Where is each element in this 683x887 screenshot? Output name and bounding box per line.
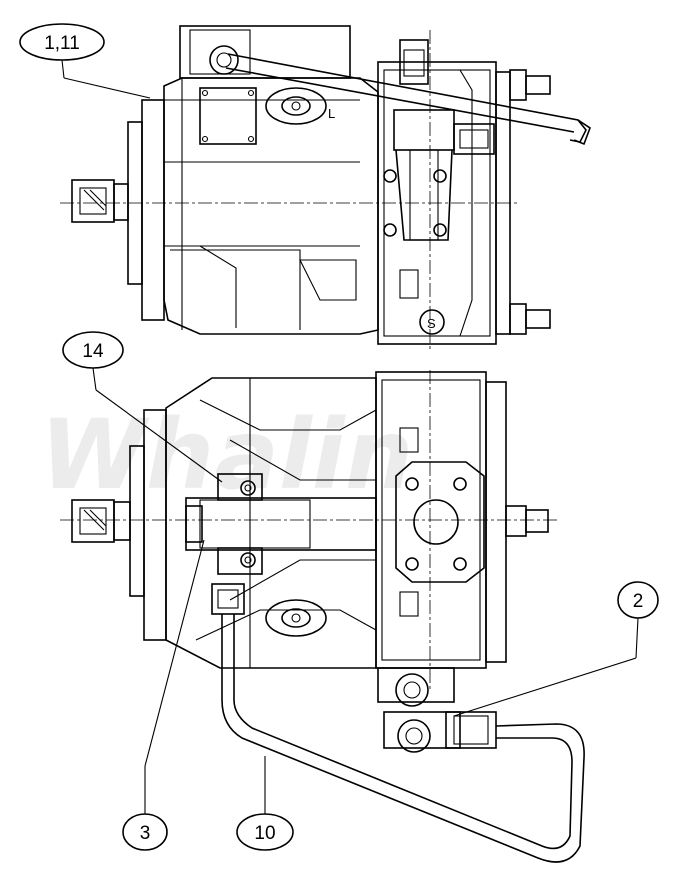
port-label-l: L [328, 106, 335, 121]
callout-14: 14 [62, 331, 223, 483]
top-shaft [71, 179, 129, 223]
bottom-pipe-assembly [211, 583, 585, 863]
top-pipe [209, 45, 591, 146]
callout-label-14: 14 [82, 341, 104, 362]
port-label-s: S [427, 316, 436, 331]
callout-label-1-11: 1,11 [44, 33, 80, 54]
callout-2: 2 [453, 581, 659, 717]
watermark: Whalin [40, 399, 413, 511]
callout-label-3: 3 [140, 823, 151, 844]
callout-10: 10 [236, 756, 294, 851]
top-rear-section: S [377, 39, 551, 345]
top-housing: L [163, 25, 379, 335]
callout-3: 3 [122, 539, 205, 851]
callout-1-11: 1,11 [19, 23, 151, 99]
bottom-shaft [71, 499, 131, 543]
pump-top-view: L S [60, 25, 591, 350]
callout-label-2: 2 [633, 591, 644, 612]
callout-label-10: 10 [254, 823, 275, 844]
pump-bottom-view [60, 370, 585, 863]
top-mounting-flange [127, 99, 165, 321]
bottom-rear-section [375, 371, 549, 669]
